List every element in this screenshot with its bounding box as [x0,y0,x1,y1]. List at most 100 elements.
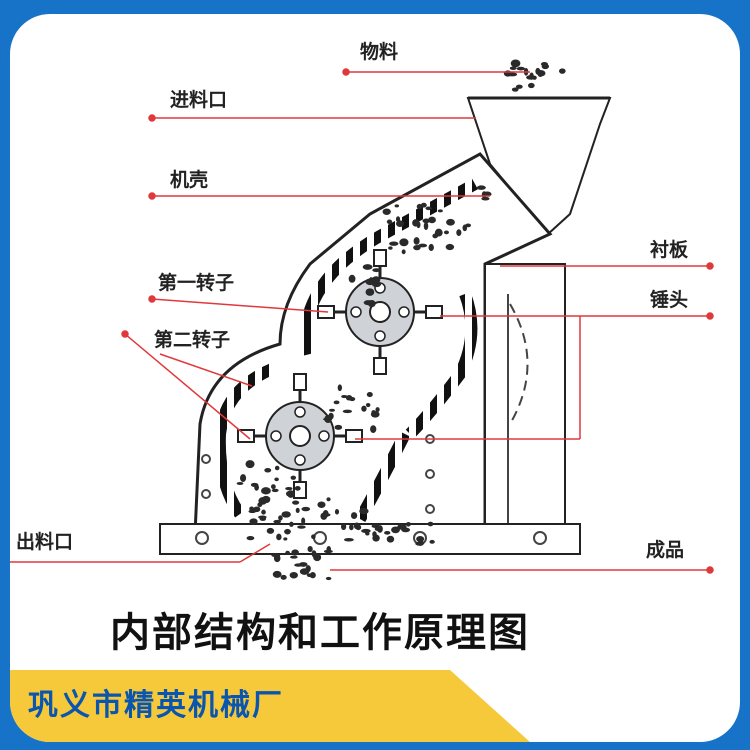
material-particle [355,524,362,531]
material-particle [249,518,258,525]
material-particle [399,238,409,247]
material-particle [294,486,301,491]
material-particle [245,460,255,469]
hammer-head [293,373,307,391]
diagram-panel: 物料 进料口 机壳 第一转子 第二转子 衬板 锤头 出料口 成品 内部结构和工作… [10,14,740,742]
material-particle [349,524,354,531]
material-particle [397,524,407,530]
material-particle [299,568,310,575]
material-particle [428,216,436,224]
first-rotor [317,249,443,375]
label-feed-inlet: 进料口 [170,88,227,111]
material-particle [425,206,432,211]
material-particle [371,524,380,529]
material-particle [389,241,399,246]
material-particle [510,59,521,68]
material-particle [341,394,348,399]
machine-base [159,523,581,555]
material-particle [278,515,283,521]
material-particle [509,66,517,70]
material-particle [429,539,435,544]
material-particle [365,278,375,286]
material-particle [417,540,424,546]
hammer-head [293,481,307,499]
material-particle [541,63,549,70]
material-particle [412,219,420,227]
material-particle [301,517,306,525]
material-particle [284,528,291,535]
material-particle [443,230,449,235]
material-particle [274,465,280,471]
liner-plate-upper [298,178,478,356]
material-particle [249,506,254,512]
material-particle [280,574,287,580]
material-particle [337,384,343,392]
material-particle [365,531,370,536]
material-particle [536,70,546,77]
material-particle [427,521,434,527]
material-particle [516,66,526,71]
material-particle [526,75,535,80]
material-particle [372,268,381,273]
diagram-caption: 内部结构和工作原理图 [110,610,530,656]
second-rotor [237,373,363,499]
material-particle [326,497,331,502]
material-particle [273,519,282,524]
material-particle [240,474,247,483]
material-particle [264,467,272,473]
material-particle [236,481,244,485]
material-particle [367,300,376,308]
material-particle [321,513,331,517]
material-particle [511,87,519,92]
label-discharge: 出料口 [16,530,73,553]
material-particle [437,209,443,213]
material-particle [311,534,316,540]
material-particle [274,477,279,482]
liner-plate-lower [213,363,275,518]
material-particle [333,400,340,405]
label-product: 成品 [646,538,684,561]
material-particle [246,536,255,541]
material-particle [334,509,340,515]
material-particle [384,530,391,535]
material-particle [257,502,263,508]
material-particle [362,264,373,270]
material-particle [359,507,369,515]
material-particle [372,531,377,538]
material-particle [465,223,471,228]
material-particle [370,425,377,434]
material-particle [272,570,282,578]
material-particle [285,550,290,555]
material-particle [375,407,380,413]
material-particle [481,191,487,199]
material-particle [276,533,282,541]
material-particle [413,237,420,245]
material-particle [297,525,306,529]
label-housing: 机壳 [170,168,208,191]
material-particle [290,475,297,480]
material-particle [287,490,295,498]
material-particle [323,549,333,554]
material-particle [370,411,380,418]
material-particle [258,515,267,519]
material-particle [283,537,288,541]
material-particle [311,550,317,558]
material-particle [341,523,347,531]
material-particle [401,249,406,255]
material-particle [289,521,294,527]
material-particle [348,274,356,283]
material-particle [290,555,298,559]
material-particle [317,501,326,509]
material-particle [374,527,381,531]
hammer-head [425,305,443,319]
label-first-rotor: 第一转子 [158,271,234,294]
material-particle [301,506,311,512]
material-particle [307,546,313,553]
material-particle [306,573,313,578]
material-particle [343,537,354,542]
material-particle [386,219,393,225]
label-liner: 衬板 [650,238,689,261]
material-particle [281,511,291,518]
material-particle [289,571,298,579]
